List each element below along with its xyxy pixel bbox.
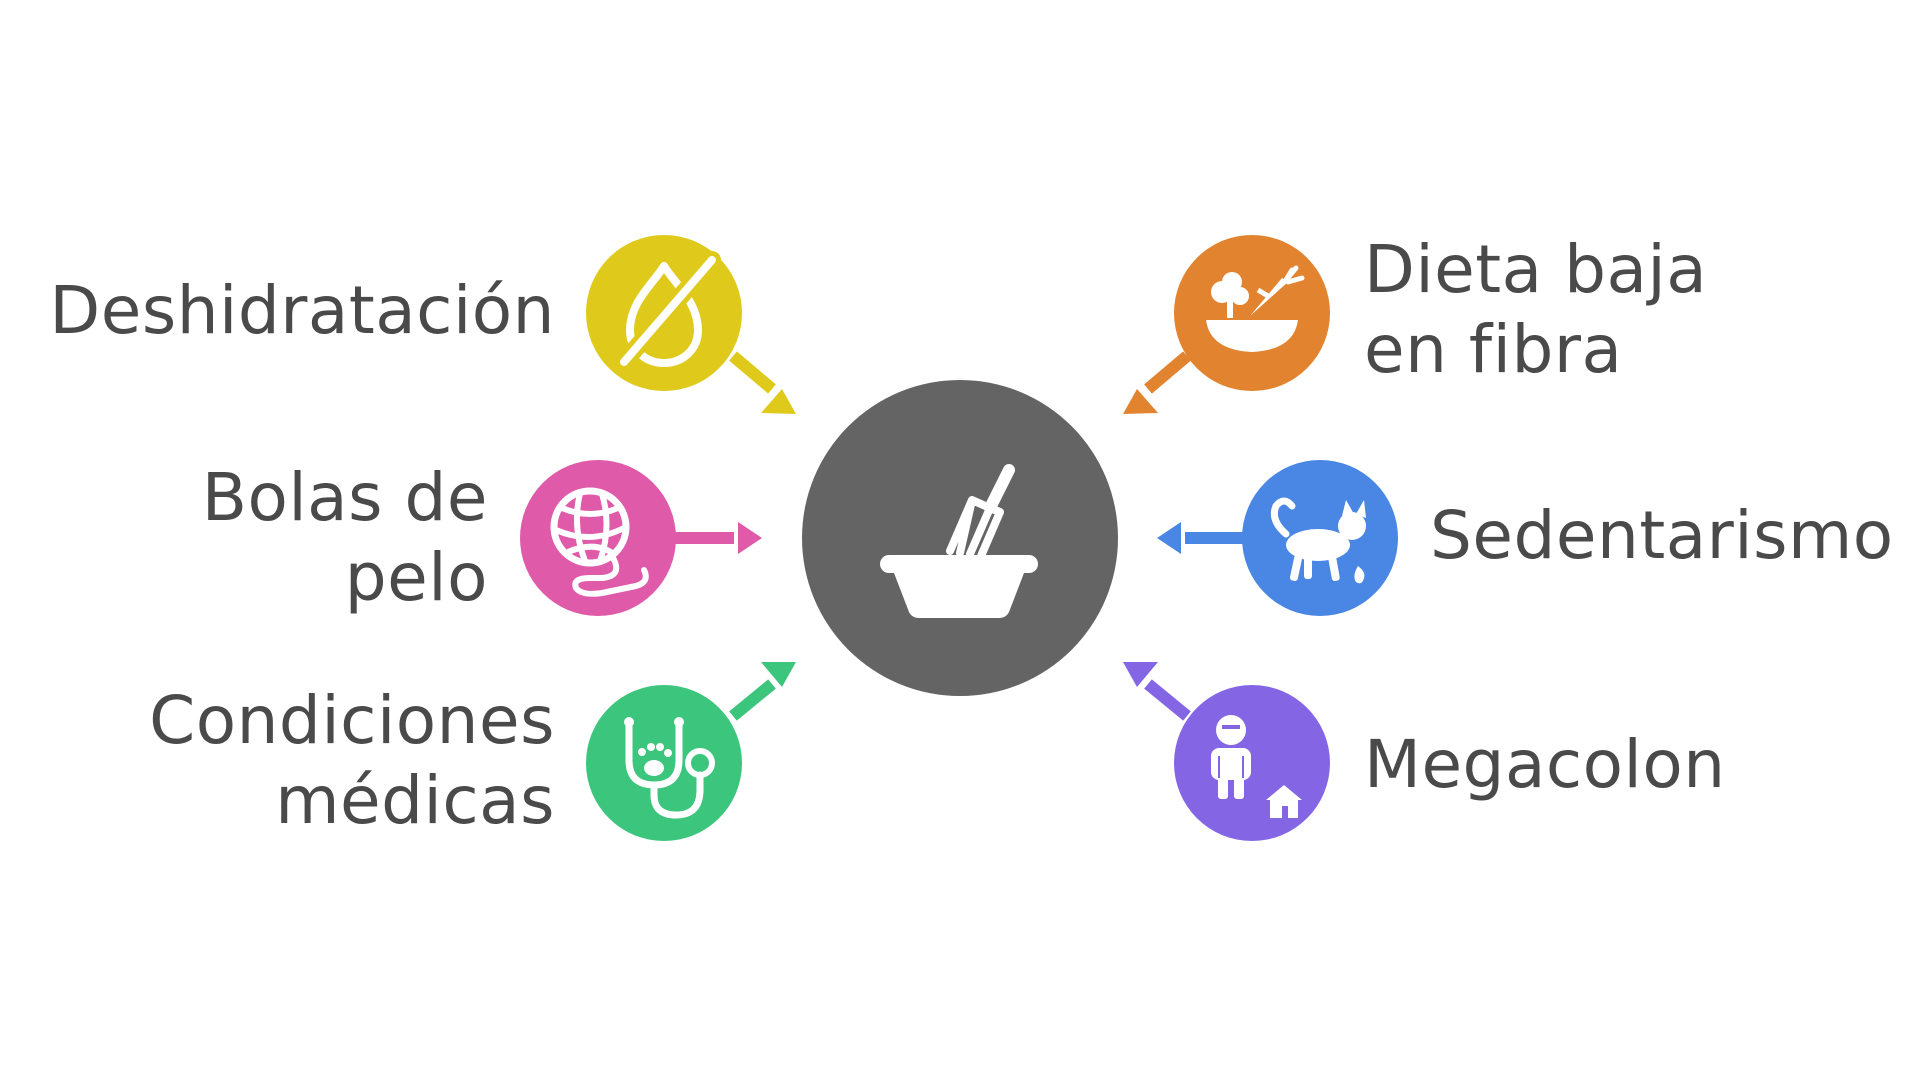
label-condiciones-medicas: Condiciones médicas [149,681,555,841]
label-dieta-line-2: en fibra [1364,311,1623,388]
center-node [802,380,1118,696]
node-sedentarismo [1242,460,1398,616]
person-home-icon [1211,715,1302,818]
arrow-dieta [1123,351,1191,414]
vet-stethoscope-paw-icon [624,717,715,819]
label-condiciones-line-1: Condiciones [149,682,555,759]
arrow-bolas [672,522,762,554]
arrow-deshidratacion [729,351,796,414]
label-sedentarismo-line-1: Sedentarismo [1430,497,1894,574]
no-water-drop-icon [615,251,721,371]
label-sedentarismo: Sedentarismo [1430,496,1894,576]
label-deshidratacion-line-1: Deshidratación [49,272,555,349]
litter-box-scoop-icon [880,464,1038,618]
label-dieta-baja-en-fibra: Dieta baja en fibra [1364,230,1707,390]
label-dieta-line-1: Dieta baja [1364,231,1708,308]
arrow-megacolon [1123,662,1191,721]
node-dieta [1174,235,1330,391]
node-bolas [520,460,676,616]
arrow-sedentarismo [1157,522,1248,554]
label-bolas-line-1: Bolas de [201,459,488,536]
yarn-ball-icon [550,487,649,597]
node-condiciones [586,685,742,841]
node-deshidratacion [586,235,742,391]
label-condiciones-line-2: médicas [275,762,555,839]
walking-cat-icon [1270,497,1366,584]
label-bolas-de-pelo: Bolas de pelo [202,458,488,618]
label-deshidratacion: Deshidratación [49,271,555,351]
arrow-condiciones [729,662,796,721]
node-megacolon [1174,685,1330,841]
label-megacolon: Megacolon [1364,725,1726,805]
label-bolas-line-2: pelo [344,539,488,616]
veggie-bowl-icon [1206,265,1305,352]
label-megacolon-line-1: Megacolon [1364,726,1726,803]
